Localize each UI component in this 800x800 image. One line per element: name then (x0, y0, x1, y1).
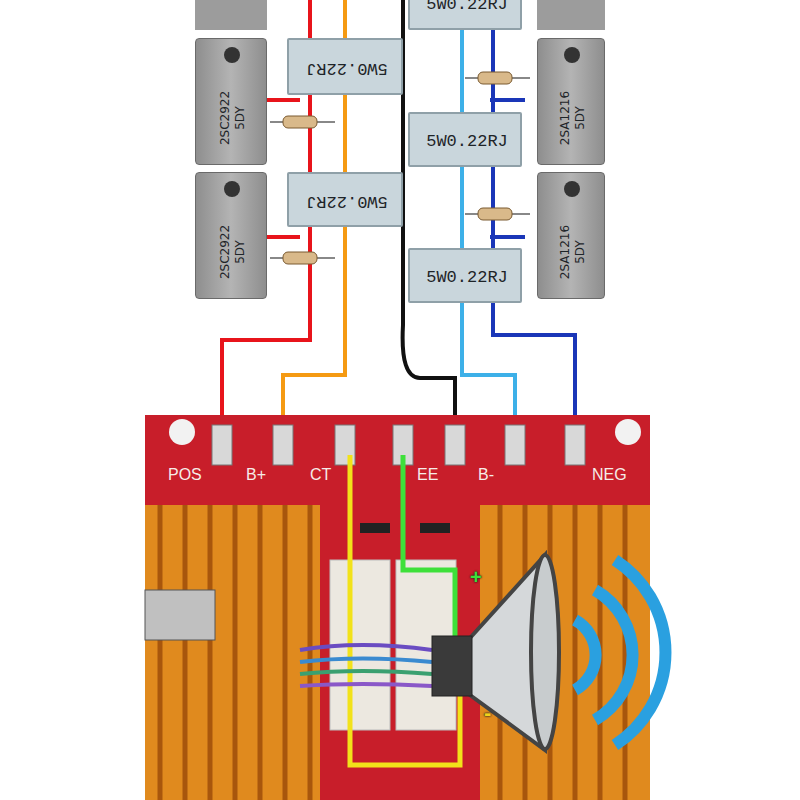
blue-stub (490, 235, 525, 239)
text-holder: 2SA12165DY (538, 203, 606, 300)
mount-hole (615, 419, 641, 445)
text-holder: 2SC29225DY (196, 69, 268, 166)
mount-hole (564, 47, 580, 63)
polarity-mark: - (484, 700, 491, 726)
transistor-body (195, 0, 267, 30)
part-number: 2SC2922 (217, 90, 232, 144)
transistor-body: 2SC29225DY (195, 38, 267, 165)
part-number: 2SC2922 (217, 224, 232, 278)
pin-name: B+ (246, 466, 266, 484)
text-holder: 5W0.22RJ (289, 174, 405, 229)
text-holder: 5W0.22RJ (410, 250, 524, 305)
transistor-body: 2SA12165DY (537, 172, 605, 299)
pin-name: NEG (592, 466, 627, 484)
small-resistor (270, 72, 530, 264)
transistor-body: 2SA12165DY (537, 38, 605, 165)
text-holder: 5W0.22RJ (410, 0, 524, 32)
part-number: 5DY (572, 106, 587, 130)
mount-hole (169, 419, 195, 445)
resistor-value: 5W0.22RJ (426, 131, 508, 152)
power-resistor: 5W0.22RJ (287, 38, 403, 95)
diode (420, 523, 450, 533)
part-number: 5DY (572, 240, 587, 264)
ribbon-cable (300, 645, 432, 686)
resistor-value: 5W0.22RJ (306, 58, 388, 79)
text-holder: 5W0.22RJ (410, 114, 524, 169)
pin-name: POS (168, 466, 202, 484)
red-stub (267, 235, 300, 239)
heatsink (145, 505, 650, 800)
part-number: 2SA1216 (557, 90, 572, 144)
yellow-wire (350, 455, 460, 765)
mount-hole (224, 47, 240, 63)
blue-stub (490, 98, 525, 102)
text-holder: 2SC29225DY (196, 203, 268, 300)
speaker-symbol (432, 555, 665, 750)
diode (360, 523, 390, 533)
resistor-value: 5W0.22RJ (306, 191, 388, 212)
terminal-pad (212, 425, 585, 465)
pin-name: B- (478, 466, 494, 484)
part-number: 5DY (232, 106, 247, 130)
power-resistor: 5W0.22RJ (408, 248, 522, 303)
power-resistor: 5W0.22RJ (287, 172, 403, 227)
part-number: 5DY (232, 240, 247, 264)
polarity-mark: + (470, 566, 482, 589)
part-number: 2SA1216 (557, 224, 572, 278)
resistor-value: 5W0.22RJ (426, 267, 508, 288)
pin-name: EE (417, 466, 438, 484)
transistor-body (537, 0, 605, 30)
resistor-value: 5W0.22RJ (426, 0, 508, 15)
mount-hole (224, 181, 240, 197)
pcb-board (145, 415, 650, 800)
pin-name: CT (310, 466, 331, 484)
black-wire (403, 0, 455, 455)
power-resistor: 5W0.22RJ (408, 112, 522, 167)
text-holder: 5W0.22RJ (289, 40, 405, 97)
green-wire (403, 455, 455, 636)
power-resistor: 5W0.22RJ (408, 0, 522, 30)
transistor-body: 2SC29225DY (195, 172, 267, 299)
mount-hole (564, 181, 580, 197)
red-stub (267, 98, 300, 102)
text-holder: 2SA12165DY (538, 69, 606, 166)
